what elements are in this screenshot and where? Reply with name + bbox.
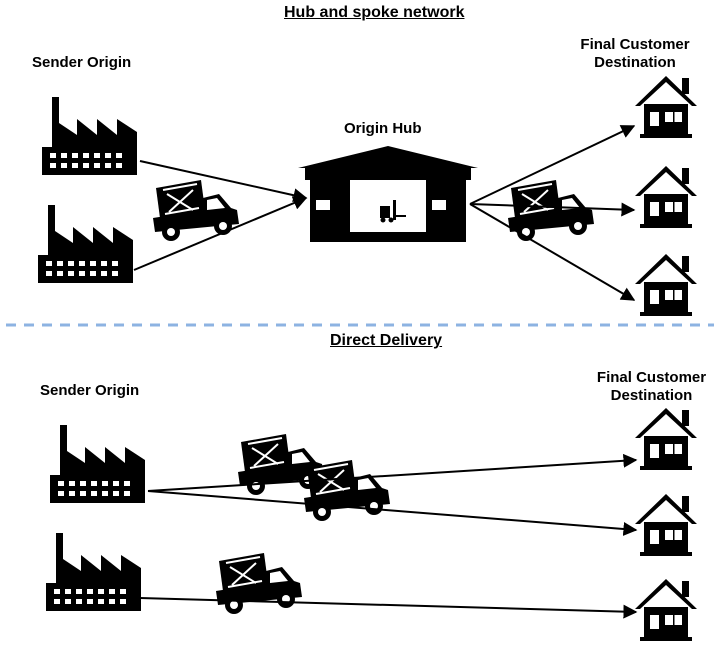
direct-section-title: Direct Delivery: [330, 332, 443, 349]
hub-section-title: Hub and spoke network: [284, 4, 465, 21]
hub-house-icon-1: [635, 76, 697, 138]
arrow-hub-house1: [469, 125, 636, 205]
hub-label: Origin Hub: [344, 120, 422, 137]
direct-house-icon-2: [635, 494, 697, 556]
direct-truck-icon-2: [303, 459, 391, 522]
direct-destination-label-line1: Final Customer: [596, 369, 707, 386]
arrow-factory1-house2: [147, 490, 638, 536]
direct-destination-label: Final Customer Destination: [586, 369, 717, 405]
hub-truck-icon-outbound: [507, 179, 595, 242]
direct-sender-label: Sender Origin: [40, 382, 140, 399]
arrow-factory1-hub: [139, 160, 308, 203]
direct-house-icon-3: [635, 579, 697, 641]
direct-factory-icon-2: [46, 533, 141, 611]
arrow-hub-house3: [469, 203, 636, 301]
arrow-hub-house2: [469, 202, 636, 217]
forklift-icon: [380, 200, 406, 223]
hub-destination-label-line2: Destination: [594, 54, 676, 71]
hub-destination-label-line1: Final Customer: [580, 36, 690, 53]
warehouse-icon: [298, 146, 478, 242]
hub-house-icon-3: [635, 254, 697, 316]
direct-factory-icon-1: [50, 425, 145, 503]
direct-destination-label-line2: Destination: [610, 387, 693, 404]
arrow-factory1-house1: [147, 453, 638, 492]
hub-factory-icon-1: [42, 97, 137, 175]
direct-house-icon-1: [635, 408, 697, 470]
hub-sender-label: Sender Origin: [32, 54, 132, 71]
hub-destination-label: Final Customer Destination: [570, 36, 700, 72]
arrow-factory2-hub: [133, 196, 308, 271]
hub-factory-icon-2: [38, 205, 133, 283]
arrow-factory2-house3: [139, 597, 638, 619]
direct-truck-icon-3: [215, 552, 303, 615]
hub-house-icon-2: [635, 166, 697, 228]
